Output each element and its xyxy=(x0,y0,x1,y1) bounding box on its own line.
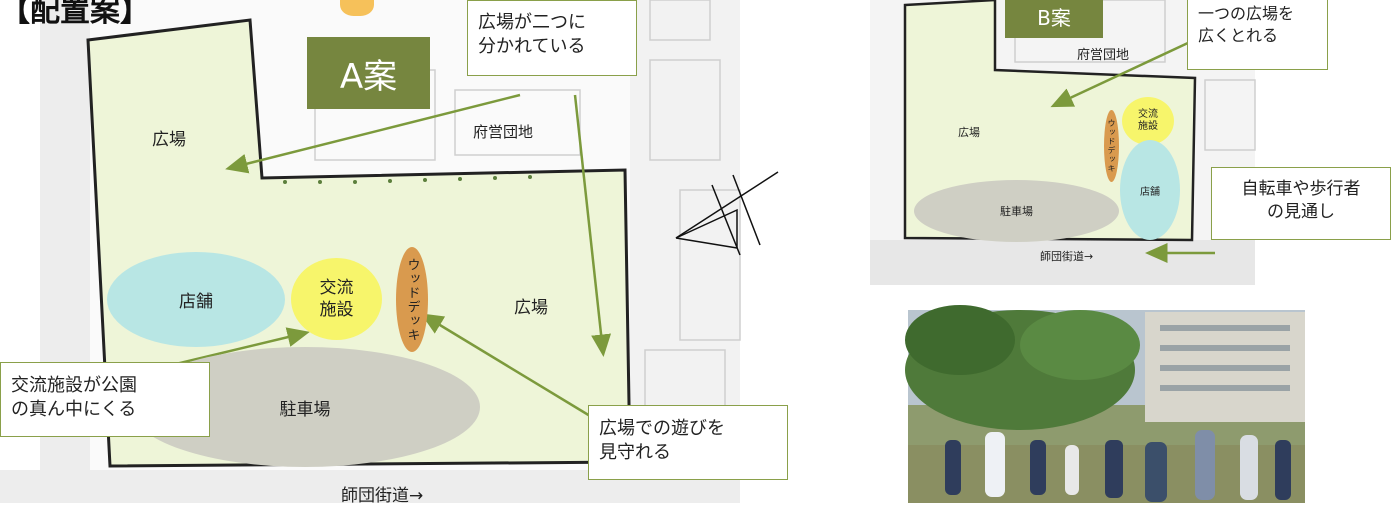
plan-a-store: 店舗 xyxy=(107,252,285,347)
plan-b-plaza: 広場 xyxy=(958,126,980,139)
plan-b-badge: B案 xyxy=(1005,0,1103,38)
plan-b-store: 店舗 xyxy=(1120,140,1180,240)
plan-a-badge: A案 xyxy=(307,37,430,109)
callout-center-facility: 交流施設が公園 の真ん中にくる xyxy=(0,362,210,437)
plan-b-parking-label: 駐車場 xyxy=(1000,205,1033,218)
north-arrow-icon xyxy=(675,171,779,256)
plan-b-housing: 府営団地 xyxy=(1077,48,1130,63)
callout-watch-play: 広場での遊びを 見守れる xyxy=(588,405,788,480)
plan-a-road-label: 師団街道→ xyxy=(341,486,424,506)
plan-b-exchange-label: 交流 施設 xyxy=(1138,109,1158,132)
plan-a-wood-deck: ウッドデッキ xyxy=(396,247,428,352)
plan-a-housing: 府営団地 xyxy=(473,123,534,141)
plan-a-plaza-top: 広場 xyxy=(152,130,186,150)
plan-a-plaza-right: 広場 xyxy=(514,298,548,318)
callout-split-plaza: 広場が二つに 分かれている xyxy=(467,0,637,76)
plan-b-parking: 駐車場 xyxy=(914,180,1119,242)
plan-b-wood-deck-label: ウッドデッキ xyxy=(1107,119,1116,173)
plan-a-exchange-facility: 交流 施設 xyxy=(291,258,382,340)
plan-b-exchange-facility: 交流 施設 xyxy=(1122,97,1174,145)
plan-a-exchange-label: 交流 施設 xyxy=(319,278,354,320)
callout-wide-plaza: 一つの広場を 広くとれる xyxy=(1187,0,1328,70)
plan-a-parking-label: 駐車場 xyxy=(279,399,331,420)
plan-b-wood-deck: ウッドデッキ xyxy=(1104,110,1119,182)
callout-visibility: 自転車や歩行者 の見通し xyxy=(1211,167,1391,240)
plan-a-wood-deck-label: ウッドデッキ xyxy=(404,257,420,342)
plan-b-store-label: 店舗 xyxy=(1140,186,1160,198)
plan-b-road-label: 師団街道→ xyxy=(1040,250,1094,263)
page-title: 【配置案】 xyxy=(0,0,150,29)
plan-a-store-label: 店舗 xyxy=(179,292,213,312)
site-visit-photo xyxy=(905,305,1305,503)
sun-icon xyxy=(340,0,374,16)
